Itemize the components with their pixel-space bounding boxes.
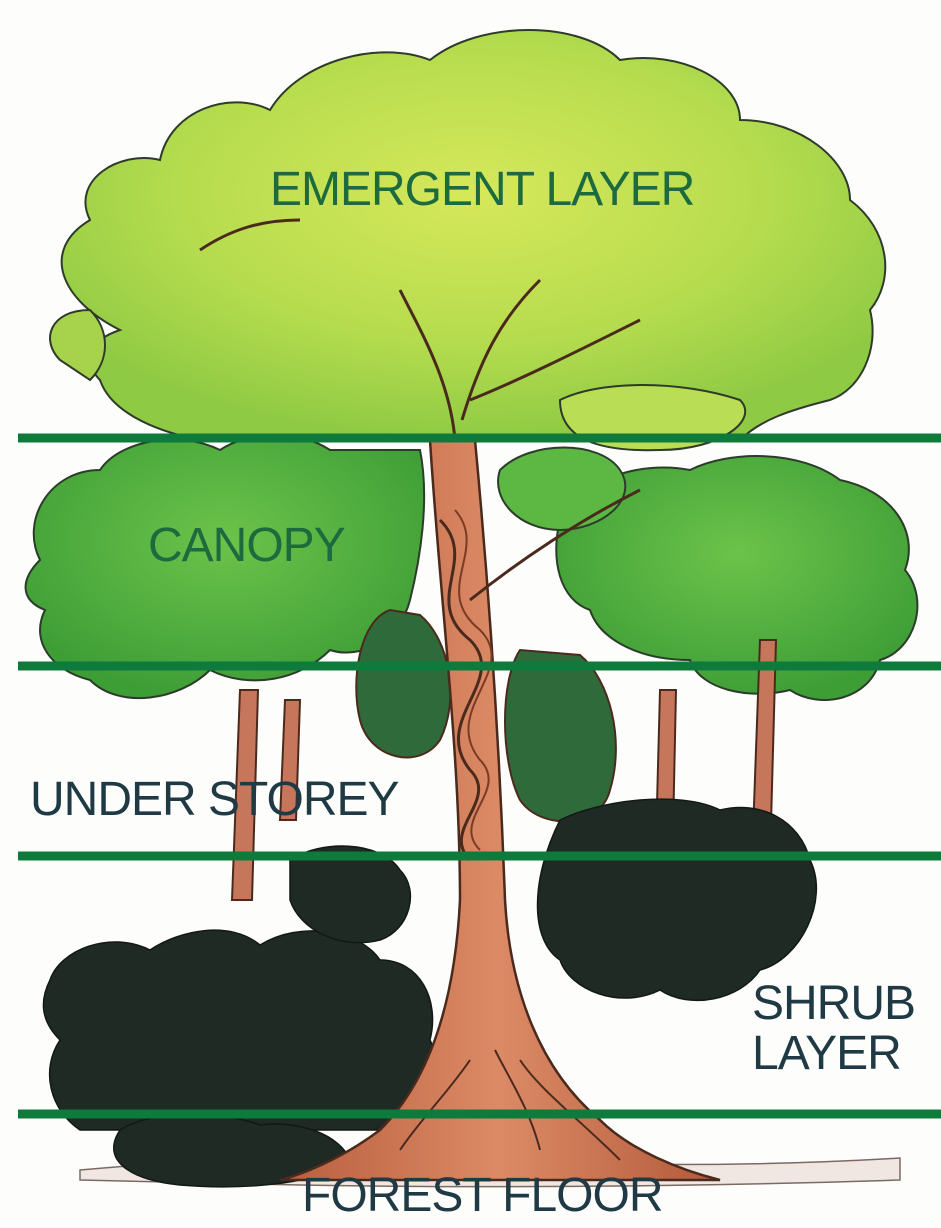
label-under-storey: UNDER STOREY bbox=[30, 776, 399, 824]
label-shrub-line2: LAYER bbox=[752, 1030, 915, 1078]
label-shrub-line1: SHRUB bbox=[752, 980, 915, 1028]
label-canopy: CANOPY bbox=[148, 522, 345, 570]
label-forest-floor: FOREST FLOOR bbox=[302, 1172, 663, 1220]
label-emergent-layer: EMERGENT LAYER bbox=[270, 166, 694, 214]
emergent-crown bbox=[50, 30, 885, 450]
label-shrub-layer: SHRUB LAYER bbox=[752, 980, 915, 1078]
